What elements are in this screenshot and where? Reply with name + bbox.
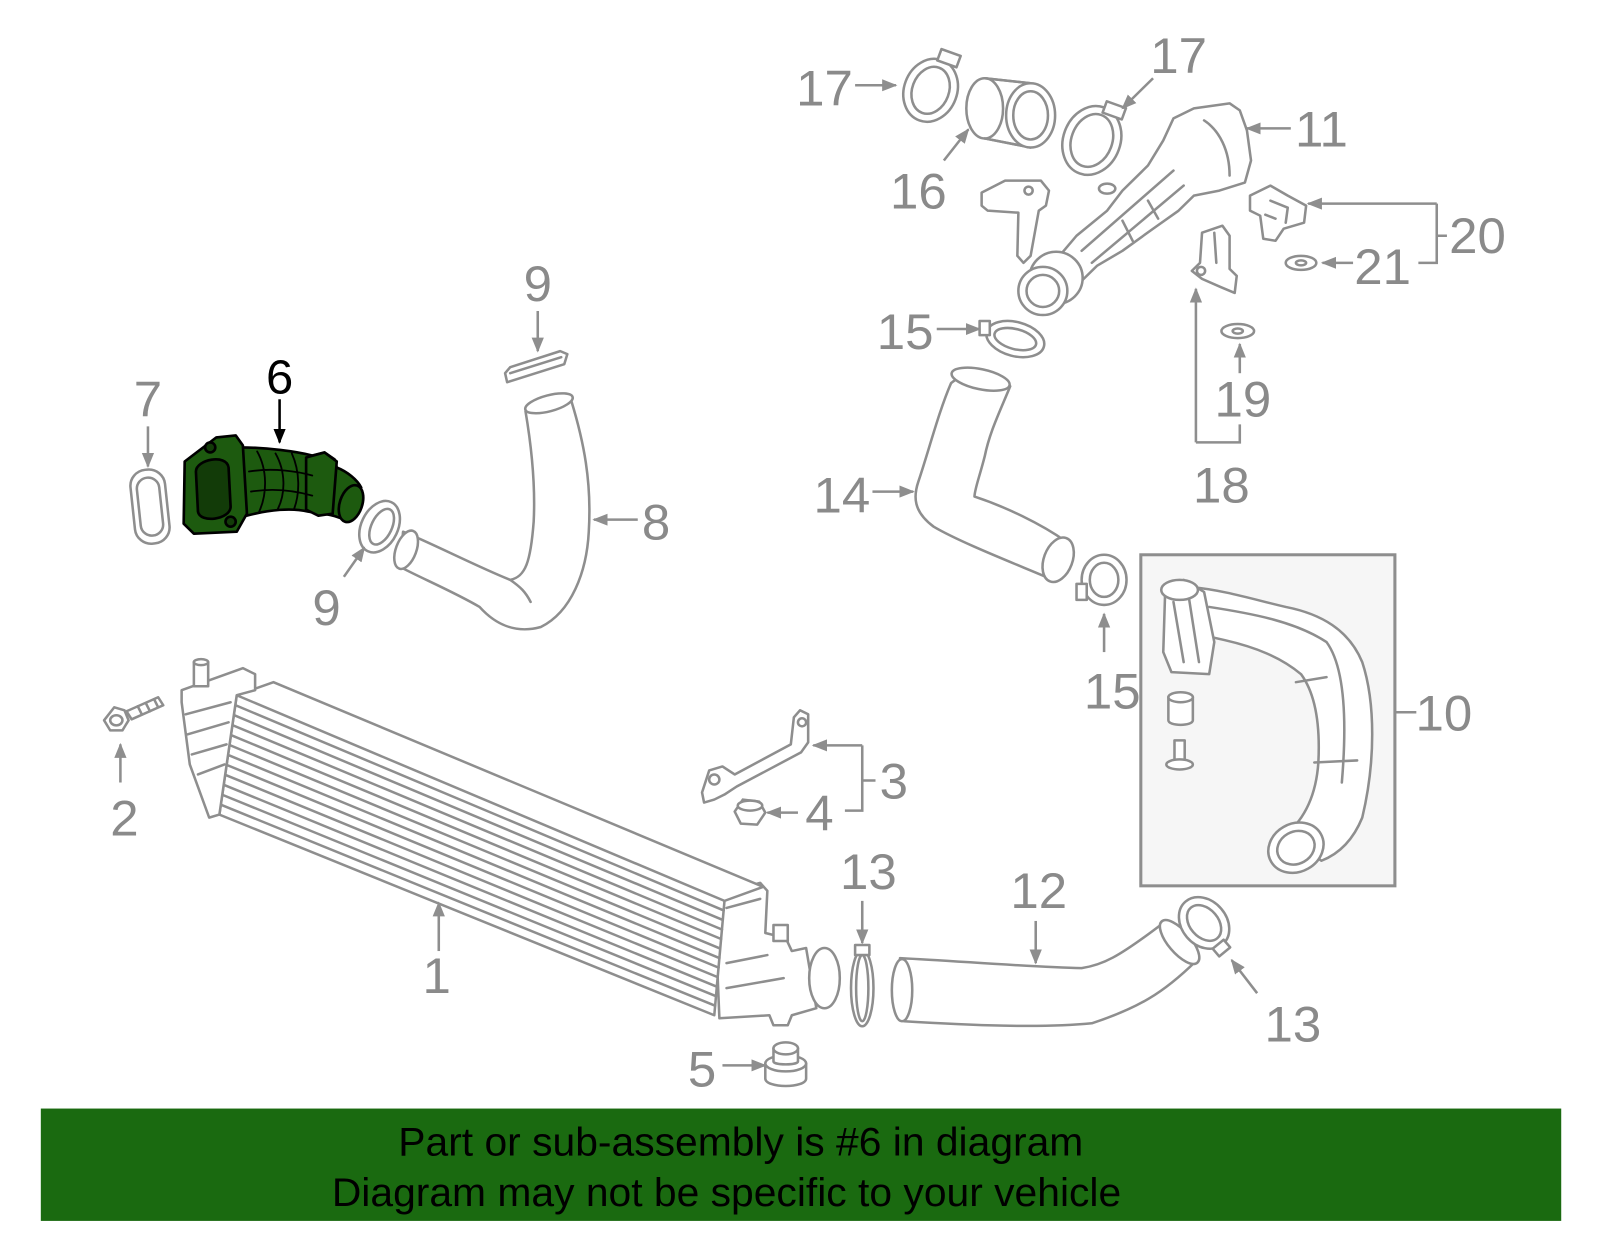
part-14-hose	[914, 366, 1076, 584]
callout-label-13: 13	[840, 843, 897, 900]
callout-label-14: 14	[813, 467, 870, 524]
callout-label-1: 1	[423, 948, 451, 1005]
callout-label-7: 7	[134, 371, 162, 428]
callout-label-16: 16	[890, 163, 947, 220]
part-1-intercooler	[180, 657, 842, 1027]
part-15-clamp-lower	[1075, 553, 1128, 607]
part-3-bracket	[700, 709, 810, 804]
callout-label-6-highlighted: 6	[266, 351, 293, 405]
callout-label-2: 2	[110, 790, 138, 847]
part-6-highlighted-elbow	[182, 434, 365, 536]
callout-label-15: 15	[877, 304, 934, 361]
part-4-nut	[733, 798, 767, 826]
banner-line-part-number: Part or sub-assembly is #6 in diagram	[398, 1119, 1083, 1165]
part-9-clamp-upper	[503, 349, 569, 384]
callout-label-9: 9	[312, 579, 340, 636]
part-11-pipe	[980, 102, 1253, 317]
leader-lines	[114, 77, 1447, 1072]
callout-label-15: 15	[1084, 663, 1141, 720]
part-16-sleeve	[965, 76, 1057, 149]
part-10-inset	[1139, 553, 1397, 888]
part-9-clamp-lower	[358, 499, 402, 554]
callout-label-13: 13	[1264, 996, 1321, 1053]
callout-label-18: 18	[1193, 457, 1250, 514]
part-13-clamp-right	[1177, 895, 1232, 958]
callout-label-20: 20	[1449, 207, 1506, 264]
callout-label-10: 10	[1416, 685, 1473, 742]
callout-label-12: 12	[1010, 862, 1067, 919]
info-banner: Part or sub-assembly is #6 in diagram Di…	[40, 1108, 1562, 1221]
callout-label-8: 8	[642, 494, 670, 551]
callout-label-17: 17	[796, 60, 853, 117]
callout-label-4: 4	[805, 785, 833, 842]
part-8-hose	[392, 392, 591, 631]
part-19-washer	[1220, 322, 1256, 340]
callout-label-11: 11	[1295, 101, 1348, 158]
part-13-clamp-left	[849, 943, 875, 1028]
callout-label-19: 19	[1214, 371, 1271, 428]
part-7-gasket	[129, 468, 171, 545]
callout-label-21: 21	[1354, 238, 1411, 295]
part-12-hose	[890, 918, 1201, 1028]
part-17-clamp-right	[1061, 100, 1128, 177]
callout-label-9: 9	[524, 255, 552, 312]
part-5-mount	[764, 1041, 808, 1088]
part-17-clamp-left	[902, 47, 962, 124]
part-2-bolt	[102, 695, 165, 732]
part-20-sensor	[1248, 184, 1308, 243]
part-15-clamp-upper	[978, 319, 1046, 359]
callout-label-5: 5	[688, 1041, 716, 1098]
part-21-washer	[1284, 254, 1318, 272]
callout-labels: 17 17 16 11 20 21 9 6 7 15 19 18 14 8 9 …	[110, 28, 1506, 1098]
callout-label-3: 3	[880, 753, 908, 810]
part-18-sensor-bracket	[1190, 224, 1239, 295]
callout-label-17: 17	[1150, 28, 1207, 85]
banner-line-disclaimer: Diagram may not be specific to your vehi…	[332, 1169, 1121, 1215]
